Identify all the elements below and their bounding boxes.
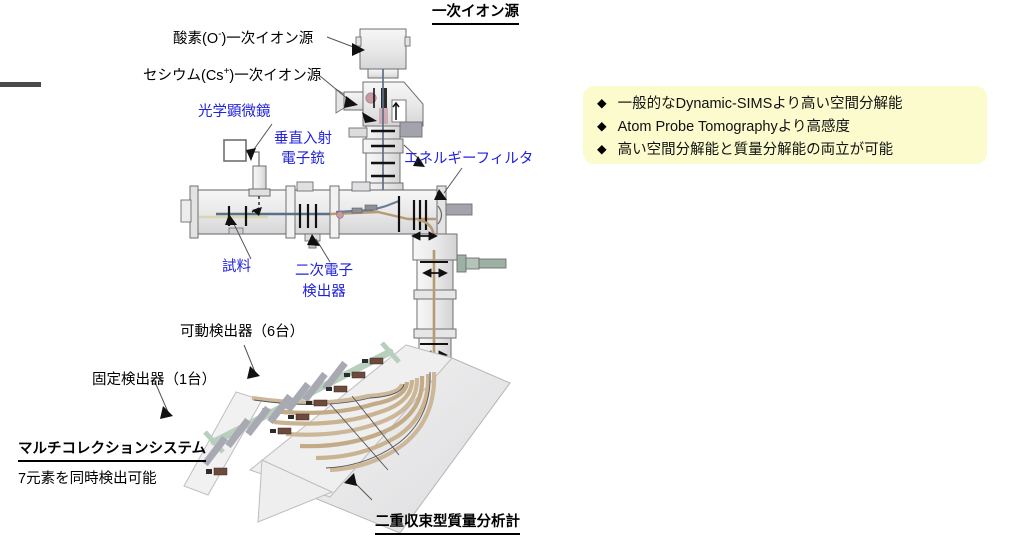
advantages-callout: ◆ 一般的なDynamic-SIMSより高い空間分解能 ◆ Atom Probe… bbox=[583, 86, 987, 164]
label-cesium-text: セシウム(Cs+)一次イオン源 bbox=[143, 66, 322, 84]
advantage-item-1: ◆ 一般的なDynamic-SIMSより高い空間分解能 bbox=[597, 95, 987, 113]
detector-electronics bbox=[206, 357, 384, 476]
title-mass-spectrometer: 二重収束型質量分析計 bbox=[375, 513, 520, 536]
label-fixed-detector: 固定検出器（1台） bbox=[92, 372, 217, 388]
label-cesium-primary-ion-source: セシウム(Cs+)一次イオン源 bbox=[143, 65, 321, 86]
advantage-item-3-text: 高い空間分解能と質量分解能の両立が可能 bbox=[617, 142, 894, 159]
label-multicollection-note: 7元素を同時検出可能 bbox=[18, 471, 157, 487]
diamond-bullet-icon: ◆ bbox=[597, 96, 607, 110]
leader-arrowheads bbox=[160, 43, 447, 486]
optical-microscope bbox=[223, 139, 260, 166]
advantages-list: ◆ 一般的なDynamic-SIMSより高い空間分解能 ◆ Atom Probe… bbox=[583, 86, 987, 159]
label-multicollection-system: マルチコレクションシステム bbox=[18, 440, 207, 463]
movable-detectors bbox=[225, 360, 348, 449]
label-optical-microscope: 光学顕微鏡 bbox=[198, 104, 271, 120]
title-primary-ion-source: 一次イオン源 bbox=[432, 3, 519, 26]
primary-ion-column bbox=[0, 28, 424, 215]
label-electron-gun-line2: 電子銃 bbox=[281, 151, 325, 167]
advantage-item-2: ◆ Atom Probe Tomographyより高感度 bbox=[597, 118, 987, 136]
label-movable-detectors: 可動検出器（6台） bbox=[180, 324, 305, 340]
label-secondary-electron-detector-line2: 検出器 bbox=[302, 284, 346, 300]
label-electron-gun-line1: 垂直入射 bbox=[274, 131, 332, 147]
label-energy-filter: エネルギーフィルタ bbox=[404, 151, 534, 167]
fixed-detector bbox=[202, 435, 228, 467]
diamond-bullet-icon: ◆ bbox=[597, 119, 607, 134]
label-secondary-electron-detector-line1: 二次電子 bbox=[295, 263, 353, 279]
advantage-item-2-text: Atom Probe Tomographyより高感度 bbox=[617, 119, 850, 136]
diamond-bullet-icon: ◆ bbox=[597, 142, 607, 157]
advantage-item-3: ◆ 高い空間分解能と質量分解能の両立が可能 bbox=[597, 141, 987, 159]
leader-lines bbox=[154, 36, 463, 501]
label-sample: 試料 bbox=[222, 259, 251, 275]
label-oxygen-primary-ion-source: 酸素(O-)一次イオン源 bbox=[173, 28, 313, 49]
advantage-item-1-text: 一般的なDynamic-SIMSより高い空間分解能 bbox=[617, 96, 903, 112]
label-oxygen-text: 酸素(O-)一次イオン源 bbox=[173, 29, 314, 47]
normal-incidence-electron-gun bbox=[248, 165, 271, 216]
